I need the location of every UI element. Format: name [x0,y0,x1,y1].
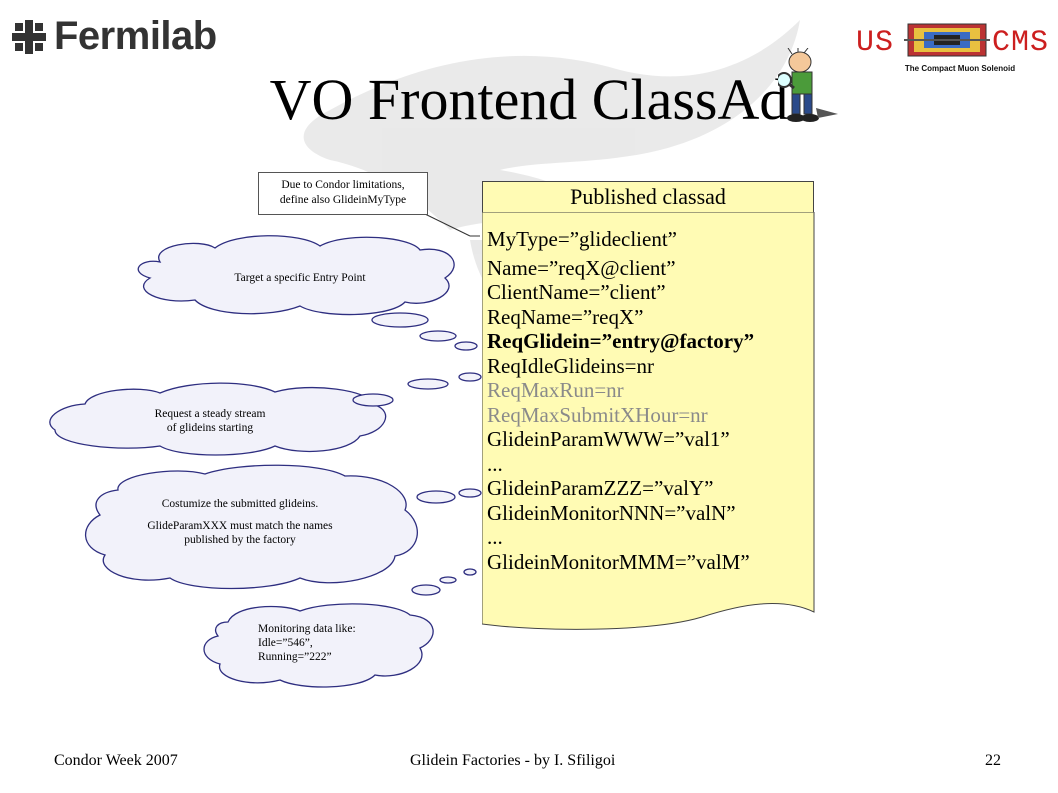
customize-line-2: GlideParamXXX must match the names [147,520,333,532]
page-number: 22 [985,752,1001,769]
classad-line: GlideinParamWWW=”val1” [487,427,730,451]
steady-stream-line-1: Request a steady stream [154,408,266,420]
us-cms-logo-subtitle: The Compact Muon Solenoid [904,64,1016,73]
slide-title: VO Frontend ClassAd [269,67,789,132]
note-line-2: define also GlideinMyType [279,194,407,206]
bubble [419,330,457,342]
us-cms-logo-us: US [856,26,895,60]
cloud-customize [84,464,418,590]
classad-lines: MyType=”glideclient” Name=”reqX@client”Cl… [487,227,817,574]
classad-line: GlideinMonitorMMM=”valM” [487,549,750,574]
bubble [463,568,477,576]
cloud-customize-text: Costumize the submitted glideins. GlideP… [140,497,340,547]
monitoring-line-2: Idle=”546”, [258,637,313,649]
bubble [458,372,482,382]
customize-line-1: Costumize the submitted glideins. [161,498,319,510]
classad-line: ... [487,525,503,549]
entry-point-label: Target a specific Entry Point [234,272,366,284]
condor-limitation-note: Due to Condor limitations, define also G… [258,172,428,215]
bubble [411,584,441,596]
cloud-monitoring-text: Monitoring data like: Idle=”546”, Runnin… [258,622,418,664]
magnifier-figure-icon [778,48,838,122]
classad-line: GlideinParamZZZ=”valY” [487,476,714,500]
us-cms-logo: US CMS The Compact Muon Solenoid [850,12,1050,82]
bubble [458,488,482,498]
customize-line-3: published by the factory [184,534,296,546]
bubble [352,393,394,407]
classad-line: ReqMaxRun=nr [487,378,624,402]
us-cms-logo-cms: CMS [992,26,1050,60]
cloud-entry-point [137,235,455,316]
steady-stream-line-2: of glideins starting [166,422,254,434]
classad-line: ... [487,451,503,476]
cloud-monitoring [203,603,434,688]
classad-document-shape [482,212,815,630]
cms-detector-icon [904,23,990,57]
monitoring-line-1: Monitoring data like: [258,623,356,635]
classad-line: ReqGlidein=”entry@factory” [487,329,755,353]
monitoring-line-3: Running=”222” [258,651,332,663]
classad-line: GlideinMonitorNNN=”valN” [487,500,736,525]
bubble [416,490,456,504]
bubble [407,378,449,390]
footer-left: Condor Week 2007 [54,752,178,769]
classad-line: MyType=”glideclient” [487,227,677,251]
classad-line: Name=”reqX@client” [487,255,676,280]
cloud-entry-point-text: Target a specific Entry Point [170,271,430,285]
fermilab-symbol-icon [12,19,46,54]
fermilab-wordmark: Fermilab [54,14,217,58]
cloud-steady-stream-text: Request a steady stream of glideins star… [90,407,330,435]
bubble [371,312,429,328]
fermilab-logo: Fermilab [10,14,217,59]
bubble [439,576,457,584]
classad-header: Published classad [482,181,814,213]
cloud-steady-stream [49,382,387,456]
classad-line: ReqMaxSubmitXHour=nr [487,402,708,427]
note-line-1: Due to Condor limitations, [281,179,405,191]
classad-line: ClientName=”client” [487,280,666,304]
classad-line: ReqIdleGlideins=nr [487,353,654,378]
bubble [454,341,478,351]
footer-center: Glidein Factories - by I. Sfiligoi [410,752,616,769]
classad-line: ReqName=”reqX” [487,304,644,329]
